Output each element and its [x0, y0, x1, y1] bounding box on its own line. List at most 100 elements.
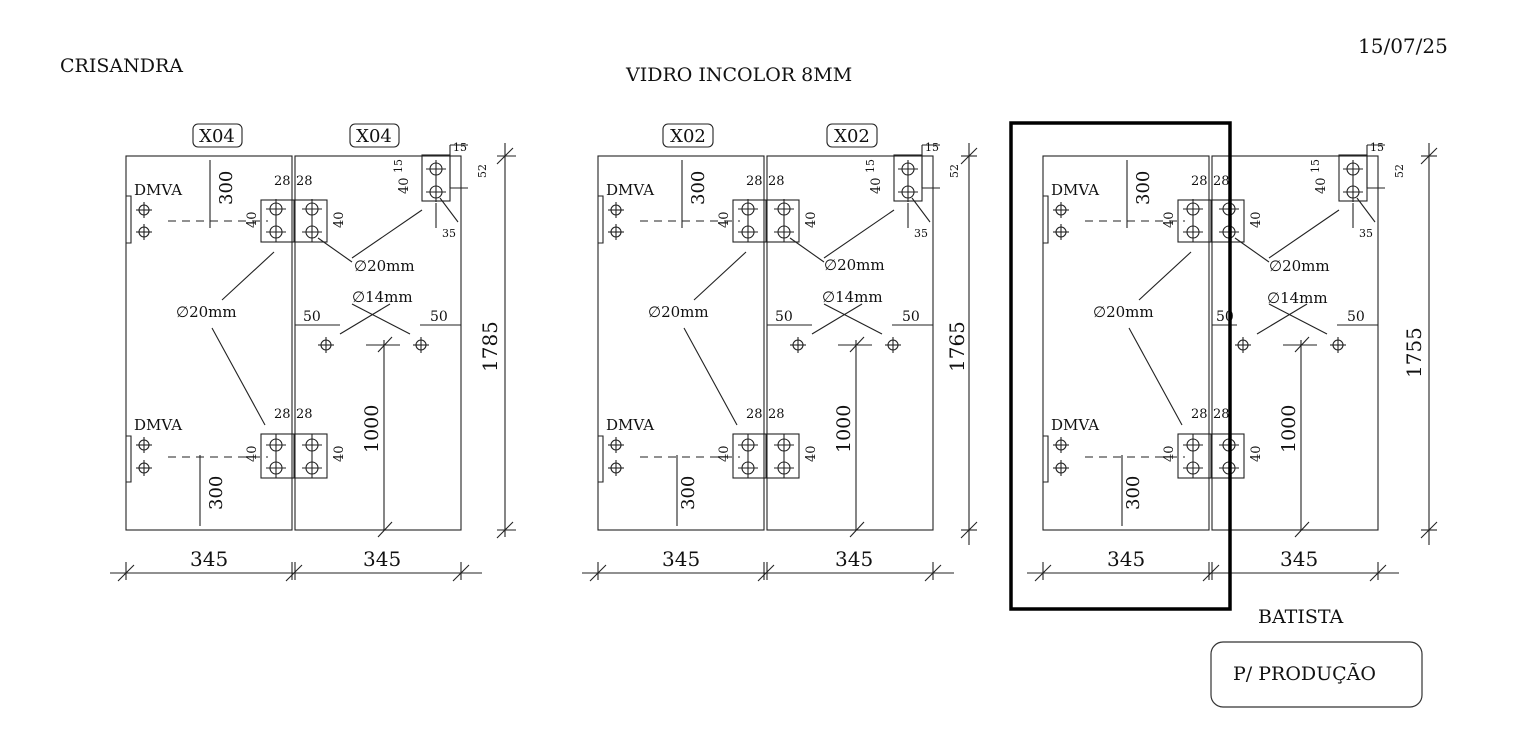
tag-label: X02 [670, 126, 706, 147]
dmva-label: DMVA [1051, 416, 1099, 434]
glass-panel-left [1042, 155, 1210, 531]
dim-28: 28 [1213, 407, 1230, 422]
client-name: CRISANDRA [60, 55, 183, 77]
tag-box [826, 123, 878, 148]
dim-40: 40 [804, 445, 819, 462]
dim-15: 15 [453, 141, 467, 154]
dim-40: 40 [717, 211, 732, 228]
handle-height-label: 1000 [833, 405, 855, 453]
dim-15: 15 [1309, 159, 1322, 173]
author-name: BATISTA [1258, 606, 1343, 628]
dim-50: 50 [902, 309, 920, 325]
glass-panel-left [125, 155, 293, 531]
dim-40: 40 [1162, 445, 1177, 462]
assembly-x04: X04 X04 DMVA DMVA 300 300 [110, 123, 516, 582]
dim-28: 28 [768, 407, 785, 422]
hinge-height-label: 300 [1133, 171, 1154, 205]
width-label: 345 [835, 547, 873, 571]
dim-40: 40 [397, 177, 412, 194]
date: 15/07/25 [1358, 34, 1448, 58]
width-label: 345 [1107, 547, 1145, 571]
hole-cluster-bottom [732, 433, 800, 479]
glass-panel-right [766, 155, 934, 531]
dim-40: 40 [245, 211, 260, 228]
glass-panel-left [597, 155, 765, 531]
height-label: 1785 [478, 321, 502, 372]
dim-52: 52 [476, 164, 489, 178]
dim-15: 15 [864, 159, 877, 173]
width-label: 345 [190, 547, 228, 571]
dim-28: 28 [746, 407, 763, 422]
handle-holes [1235, 336, 1346, 530]
hinge-height-label: 300 [678, 476, 699, 510]
width-label: 345 [363, 547, 401, 571]
dim-28: 28 [274, 407, 291, 422]
dim-28: 28 [1191, 407, 1208, 422]
dmva-label: DMVA [606, 181, 654, 199]
glass-panel-right [294, 155, 462, 531]
tag-label: X02 [834, 126, 870, 147]
dim-50: 50 [1347, 309, 1365, 325]
hinge-holes [608, 202, 624, 476]
dim-52: 52 [1393, 164, 1406, 178]
dim-28: 28 [768, 174, 785, 189]
dmva-label: DMVA [606, 416, 654, 434]
hole-cluster-top [260, 199, 328, 243]
hole-cluster-bottom [1177, 433, 1245, 479]
dim-35: 35 [442, 227, 456, 240]
dim-15: 15 [1370, 141, 1384, 154]
production-status-button[interactable]: P/ PRODUÇÃO [1210, 641, 1423, 708]
handle-height-label: 1000 [1278, 405, 1300, 453]
dim-40: 40 [804, 211, 819, 228]
hole-cluster-top [732, 199, 800, 243]
tag-box [662, 123, 714, 148]
dim-35: 35 [914, 227, 928, 240]
d20-label: ∅20mm [648, 303, 709, 321]
d14-label: ∅14mm [822, 288, 883, 306]
production-status-label: P/ PRODUÇÃO [1233, 663, 1376, 685]
dim-40: 40 [332, 445, 347, 462]
d14-label: ∅14mm [1267, 289, 1328, 307]
tag-box [192, 123, 243, 148]
dim-50: 50 [303, 309, 321, 325]
dmva-label: DMVA [1051, 181, 1099, 199]
hole-cluster-top [1177, 199, 1245, 243]
dim-28: 28 [296, 407, 313, 422]
dim-15: 15 [392, 159, 405, 173]
dmva-label: DMVA [134, 181, 182, 199]
dim-40: 40 [1249, 445, 1264, 462]
dim-15: 15 [925, 141, 939, 154]
d20-label: ∅20mm [824, 256, 885, 274]
dim-28: 28 [1191, 174, 1208, 189]
glass-panel-right [1211, 155, 1379, 531]
top-corner-holes [421, 144, 468, 228]
selection-highlight-box [1009, 121, 1232, 611]
width-label: 345 [662, 547, 700, 571]
d20-label: ∅20mm [354, 257, 415, 275]
dim-50: 50 [430, 309, 448, 325]
dim-40: 40 [332, 211, 347, 228]
assembly-x02: X02 X02 DMVA DMVA 300 300 [582, 123, 978, 582]
dim-40: 40 [1162, 211, 1177, 228]
height-label: 1765 [945, 321, 969, 372]
hinge-holes [136, 202, 152, 476]
hole-cluster-bottom [260, 433, 328, 479]
dim-40: 40 [1249, 211, 1264, 228]
dim-40: 40 [717, 445, 732, 462]
top-corner-holes [1338, 144, 1385, 228]
assembly-3: DMVA DMVA 300 300 [1027, 141, 1438, 582]
dim-40: 40 [869, 177, 884, 194]
material-title: VIDRO INCOLOR 8MM [625, 64, 852, 86]
width-label: 345 [1280, 547, 1318, 571]
d20-label: ∅20mm [1269, 257, 1330, 275]
hinge-height-label: 300 [216, 171, 237, 205]
hinge-height-label: 300 [688, 171, 709, 205]
dmva-label: DMVA [134, 416, 182, 434]
d20-label: ∅20mm [1093, 303, 1154, 321]
top-corner-holes [893, 144, 940, 228]
d14-label: ∅14mm [352, 288, 413, 306]
tag-label: X04 [199, 126, 235, 147]
handle-holes [318, 336, 429, 530]
dim-52: 52 [948, 164, 961, 178]
